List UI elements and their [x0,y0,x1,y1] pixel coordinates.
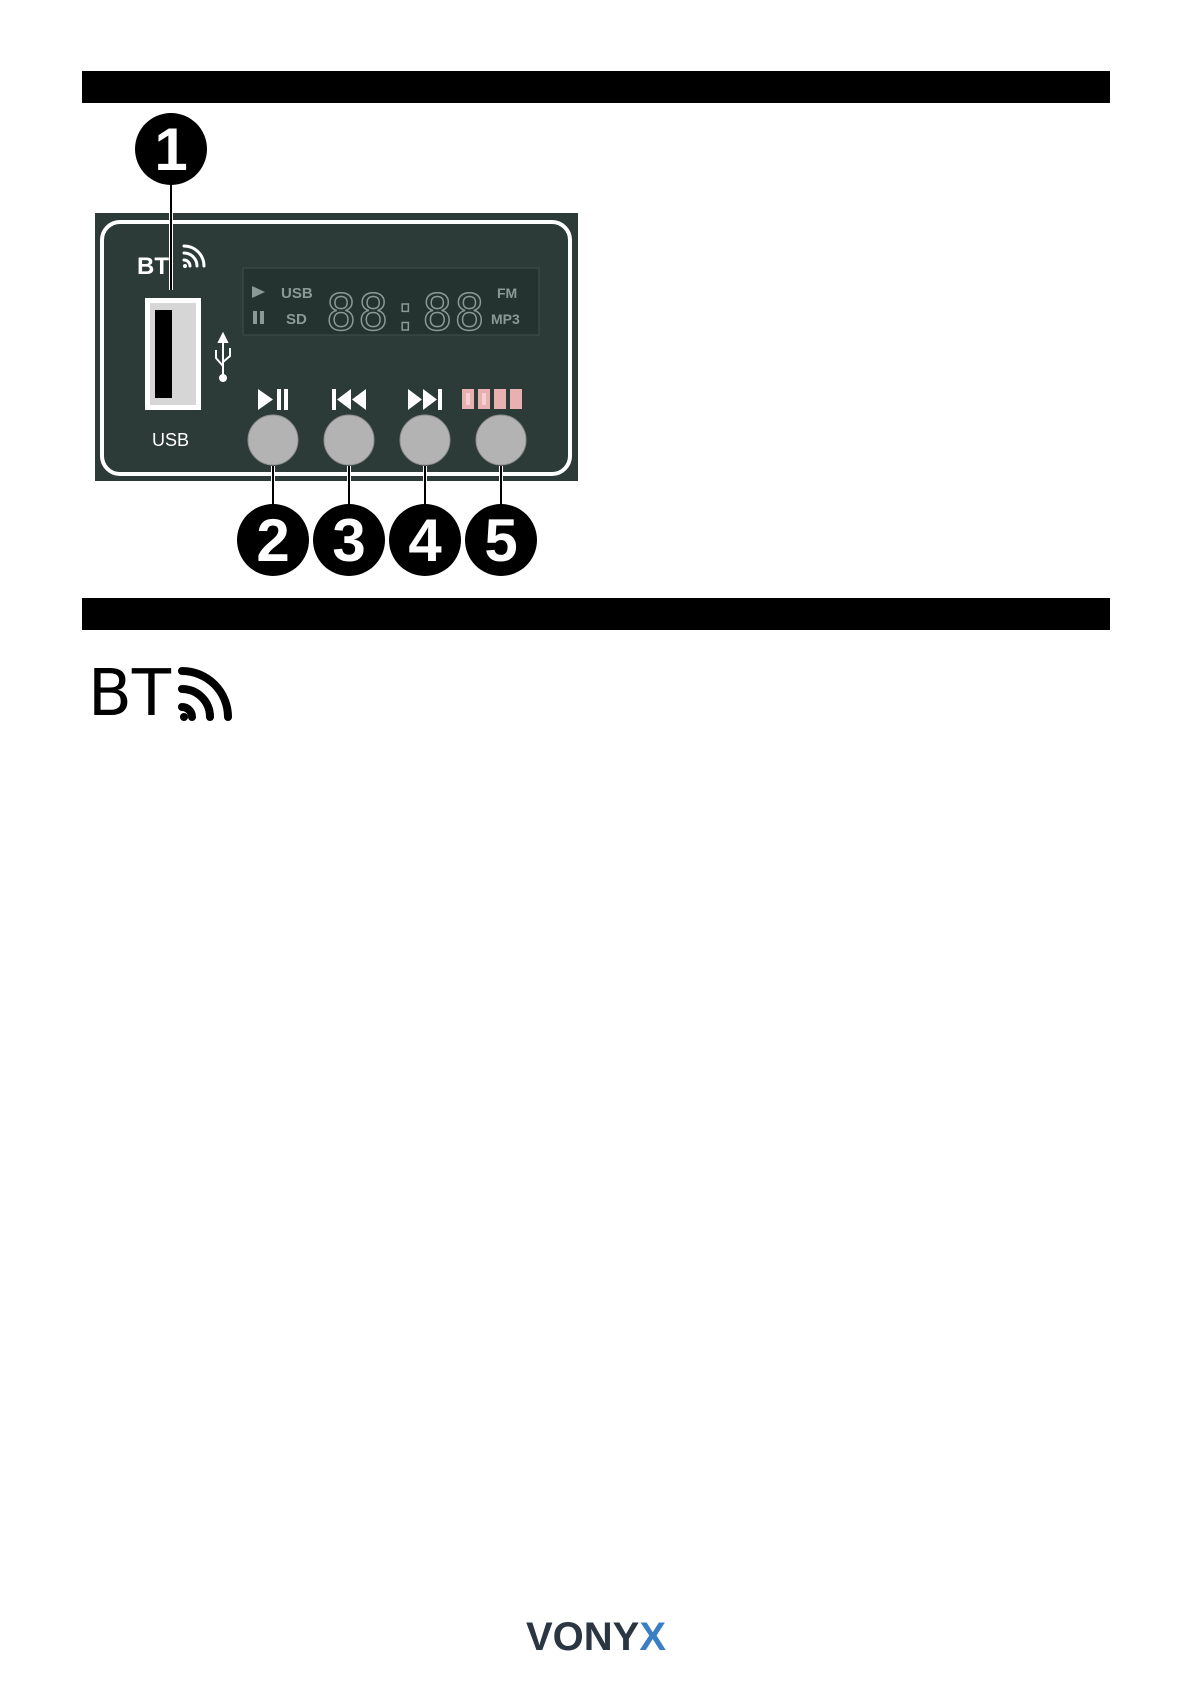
bluetooth-logo: BT [86,655,246,727]
previous-track-button[interactable] [324,415,374,465]
display-usb-label: USB [281,285,313,302]
display-sd-label: SD [286,311,307,328]
svg-text:VONYX: VONYX [526,1615,666,1656]
bluetooth-logo-text: BT [88,657,172,727]
callout-3-number: 3 [332,507,365,574]
panel-bt-label: BT [137,253,169,280]
control-panel-diagram: BT USB USB SD 88:88 FM MP3 [0,0,1191,600]
brand-suffix: X [639,1615,666,1656]
callout-2-number: 2 [256,507,289,574]
callout-1-number: 1 [154,116,187,183]
callout-5-number: 5 [484,507,517,574]
brand-prefix: VONY [526,1615,640,1656]
display-digits: 88:88 [326,284,487,342]
play-pause-button[interactable] [248,415,298,465]
callout-4-number: 4 [408,507,442,574]
display-fm-label: FM [497,285,517,301]
header-bar-middle [82,598,1110,630]
usb-port-label: USB [152,430,189,450]
usb-port[interactable] [145,298,201,410]
vonyx-brand-logo: VONYX [524,1612,704,1656]
display-mp3-label: MP3 [491,311,520,327]
next-track-button[interactable] [400,415,450,465]
bluetooth-signal-icon [180,671,228,721]
mode-button[interactable] [476,415,526,465]
led-display: USB SD 88:88 FM MP3 [243,268,539,342]
display-pause-icon [253,311,257,324]
